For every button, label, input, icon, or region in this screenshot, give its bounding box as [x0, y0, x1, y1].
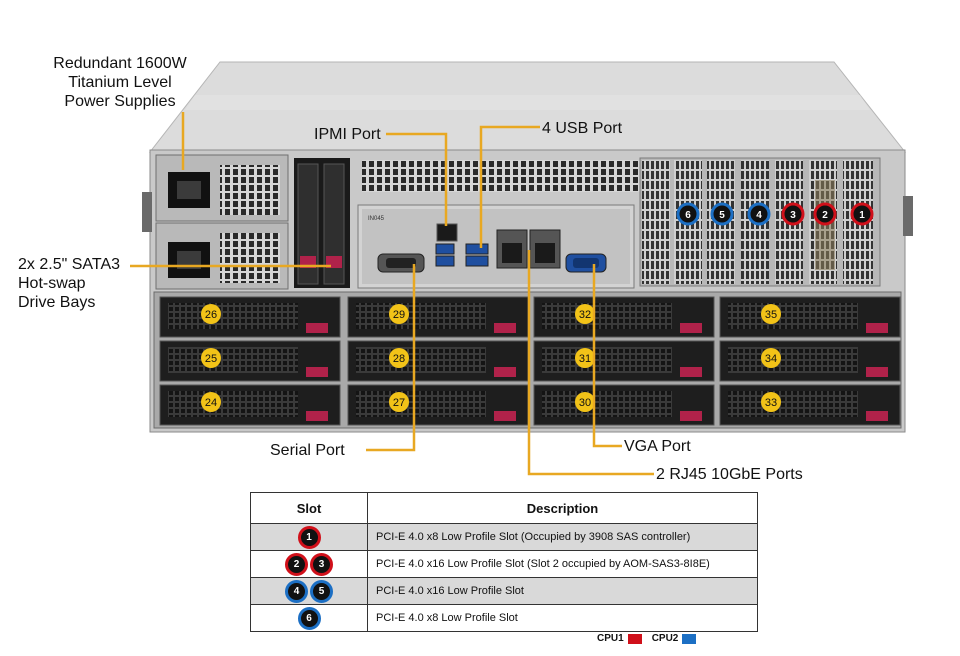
- slot-badge: 6: [297, 606, 321, 630]
- header-description: Description: [367, 492, 758, 524]
- description-cell: PCI-E 4.0 x8 Low Profile Slot (Occupied …: [367, 523, 758, 551]
- callout-line: Titanium Level: [68, 74, 172, 91]
- table-header-row: Slot Description: [250, 492, 758, 524]
- callout-ipmi-port: IPMI Port: [314, 126, 381, 143]
- description-cell: PCI-E 4.0 x16 Low Profile Slot: [367, 577, 758, 605]
- drive-tray-30[interactable]: 30: [533, 384, 715, 426]
- power-supply-2: [155, 222, 289, 290]
- legend-cpu2-swatch: [682, 633, 697, 644]
- description-cell: PCI-E 4.0 x8 Low Profile Slot: [367, 604, 758, 632]
- callout-power-supplies: Redundant 1600W Titanium Level Power Sup…: [46, 54, 194, 111]
- pcie-slot-badge-1: 1: [850, 202, 874, 226]
- top-vent-grid: [362, 160, 642, 192]
- svg-text:27: 27: [393, 397, 405, 409]
- svg-text:35: 35: [765, 309, 777, 321]
- pcie-slot-badge-5: 5: [710, 202, 734, 226]
- svg-text:28: 28: [393, 353, 405, 365]
- usb-ports: [435, 243, 489, 267]
- svg-text:34: 34: [765, 353, 777, 365]
- pcie-slot-badge-2: 2: [813, 202, 837, 226]
- svg-text:31: 31: [579, 353, 591, 365]
- drive-tray-25[interactable]: 25: [159, 340, 341, 382]
- callout-rj45-ports: 2 RJ45 10GbE Ports: [656, 466, 803, 483]
- description-cell: PCI-E 4.0 x16 Low Profile Slot (Slot 2 o…: [367, 550, 758, 578]
- svg-text:33: 33: [765, 397, 777, 409]
- slot-cell: 1: [250, 523, 368, 551]
- svg-text:1: 1: [859, 210, 865, 221]
- table-row: 1 PCI-E 4.0 x8 Low Profile Slot (Occupie…: [250, 523, 758, 551]
- svg-text:30: 30: [579, 397, 591, 409]
- drive-tray-34[interactable]: 34: [719, 340, 901, 382]
- slot-badge: 1: [297, 525, 321, 549]
- callout-sata-bays: 2x 2.5" SATA3 Hot-swap Drive Bays: [18, 255, 120, 312]
- callout-leader-lines: [130, 112, 654, 476]
- pcie-slot-badge-6: 6: [676, 202, 700, 226]
- leader-usb: [479, 125, 540, 248]
- svg-text:25: 25: [205, 353, 217, 365]
- slot-badge: 2: [285, 552, 308, 576]
- drive-tray-32[interactable]: 32: [533, 296, 715, 338]
- pcie-slot-badge-4: 4: [747, 202, 771, 226]
- svg-text:IN045: IN045: [368, 216, 385, 222]
- drive-tray-31[interactable]: 31: [533, 340, 715, 382]
- ipmi-port: [436, 223, 458, 242]
- table-row: 6 PCI-E 4.0 x8 Low Profile Slot: [250, 604, 758, 632]
- callout-line: 2x 2.5" SATA3: [18, 256, 121, 273]
- leader-rj45: [527, 250, 654, 476]
- sata-drive-bays: [294, 158, 350, 288]
- svg-text:5: 5: [719, 210, 725, 221]
- drive-tray-24[interactable]: 24: [159, 384, 341, 426]
- drive-tray-35[interactable]: 35: [719, 296, 901, 338]
- drive-tray-26[interactable]: 26: [159, 296, 341, 338]
- leader-vga: [592, 264, 622, 448]
- callout-serial-port: Serial Port: [270, 442, 345, 459]
- svg-text:2: 2: [822, 210, 828, 221]
- power-supply-1: [155, 154, 289, 222]
- pcie-slot-badge-3: 3: [781, 202, 805, 226]
- pcie-slot-table: Slot Description 1 PCI-E 4.0 x8 Low Prof…: [250, 492, 758, 632]
- svg-text:24: 24: [205, 397, 217, 409]
- slot-cell: 6: [250, 604, 368, 632]
- callout-line: Hot-swap: [18, 275, 86, 292]
- header-slot: Slot: [250, 492, 368, 524]
- callout-line: Redundant 1600W: [53, 55, 187, 72]
- drive-tray-28[interactable]: 28: [347, 340, 529, 382]
- slot-badge: 3: [310, 552, 333, 576]
- slot-badge: 5: [310, 579, 333, 603]
- leader-ipmi: [386, 132, 448, 226]
- svg-text:32: 32: [579, 309, 591, 321]
- legend-cpu1-swatch: [627, 633, 642, 644]
- legend-cpu2-label: CPU2: [651, 633, 679, 644]
- callout-vga-port: VGA Port: [624, 438, 691, 455]
- svg-text:29: 29: [393, 309, 405, 321]
- callout-usb-port: 4 USB Port: [542, 120, 623, 137]
- svg-text:3: 3: [790, 210, 796, 221]
- io-shield: IN045: [357, 204, 635, 289]
- svg-text:26: 26: [205, 309, 217, 321]
- svg-text:4: 4: [756, 210, 762, 221]
- leader-serial: [366, 264, 416, 452]
- drive-tray-29[interactable]: 29: [347, 296, 529, 338]
- callout-line: Drive Bays: [18, 294, 96, 311]
- legend-cpu1-label: CPU1: [597, 633, 624, 644]
- svg-text:6: 6: [685, 210, 691, 221]
- slot-badge: 4: [285, 579, 308, 603]
- drive-tray-27[interactable]: 27: [347, 384, 529, 426]
- callout-line: Power Supplies: [64, 93, 176, 110]
- rj45-ports: [496, 229, 561, 269]
- drive-tray-33[interactable]: 33: [719, 384, 901, 426]
- cpu-legend: CPU1 CPU2: [597, 633, 697, 644]
